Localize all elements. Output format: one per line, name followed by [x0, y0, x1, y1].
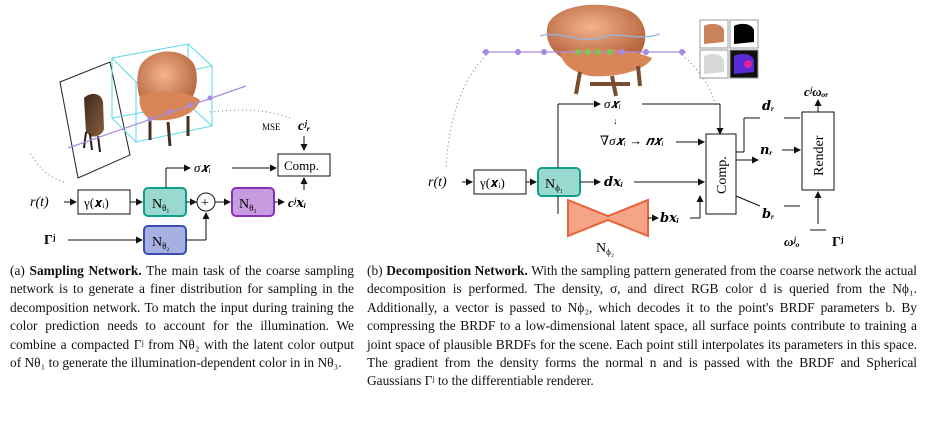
net-theta1-sub: θ₁: [162, 203, 169, 213]
net-theta1-label: N: [152, 197, 162, 212]
target-color: cʲᵣ: [298, 119, 311, 134]
chair-3d: [137, 51, 200, 147]
plus-sign: +: [201, 196, 209, 211]
comp-box-b: [705, 133, 737, 215]
encoding-label: γ(𝒙ᵢ): [83, 195, 109, 210]
small-down-arrow: ↓: [613, 116, 618, 126]
camera-ray: [67, 85, 247, 149]
d-out: 𝒅𝒙ᵢ: [604, 174, 623, 189]
small-chair-image: [84, 93, 104, 137]
c-out-b: cʲωₒᵣ: [804, 84, 828, 99]
b-out: 𝒃𝒙ᵢ: [660, 210, 679, 225]
figure-b: r(t) γ(𝒙ᵢ) Nϕ₁ σ𝒙ᵢ ↓ ∇σ𝒙ᵢ → 𝒏𝒙ᵢ 𝒅𝒙ᵢ Nϕ₂ …: [428, 4, 844, 257]
caption-b-prefix: (b): [367, 263, 387, 278]
net-phi1-label: N: [545, 177, 555, 192]
encoding-label-b: γ(𝒙ᵢ): [479, 175, 505, 190]
comp-label-b: Comp.: [715, 156, 730, 194]
caption-b-body: With the sampling pattern generated from…: [367, 263, 917, 389]
svg-text:Nϕ₁: Nϕ₁: [545, 177, 563, 193]
net-phi2-sub: ϕ₂: [606, 247, 614, 257]
gamma-b: Γʲ: [832, 235, 844, 250]
gamma-a: Γʲ: [44, 233, 56, 248]
net-phi2-label: N: [596, 241, 606, 256]
d-r: 𝒅ᵣ: [762, 98, 774, 113]
svg-text:Nθ₃: Nθ₃: [239, 197, 257, 213]
sigma-b: σ𝒙ᵢ: [604, 96, 621, 111]
caption-a: (a) Sampling Network. The main task of t…: [10, 262, 354, 372]
net-theta3-label: N: [239, 197, 249, 212]
b-r: 𝒃ᵣ: [762, 206, 774, 221]
caption-a-body: The main task of the coarse sampling net…: [10, 263, 354, 371]
caption-a-prefix: (a): [10, 263, 30, 278]
net-phi1-sub: ϕ₁: [555, 183, 563, 193]
input-ray: r(t): [30, 195, 49, 210]
color-out-a: cʲ𝒙ᵢ: [288, 195, 306, 210]
svg-text:Nθ₂: Nθ₂: [152, 235, 170, 251]
n-r: 𝒏ᵣ: [760, 142, 772, 157]
comp-box-a: [277, 153, 331, 177]
omega: ωʲₒ: [784, 234, 800, 249]
ray-samples: [147, 95, 213, 122]
brdf-maps: [699, 19, 759, 79]
net-theta3-sub: θ₃: [249, 203, 256, 213]
svg-text:Nθ₁: Nθ₁: [152, 197, 170, 213]
mse-label: MSE: [262, 122, 281, 132]
render-box: [801, 111, 835, 191]
caption-b-title: Decomposition Network.: [386, 263, 528, 278]
comp-label-a: Comp.: [284, 158, 319, 173]
caption-a-title: Sampling Network.: [29, 263, 142, 278]
ray-samples-b: [483, 49, 685, 55]
render-label: Render: [812, 135, 827, 176]
input-ray-b: r(t): [428, 175, 447, 190]
net-theta2-sub: θ₂: [162, 241, 169, 251]
chair-3d-b: [546, 4, 652, 97]
figure-a: MSE cʲᵣ r(t) γ(𝒙ᵢ) Nθ₁ σ𝒙ᵢ Comp. + Nθ₃ c…: [29, 43, 331, 255]
sigma-a: σ𝒙ᵢ: [194, 160, 211, 175]
net-theta2-label: N: [152, 235, 162, 250]
grad-normal: ∇σ𝒙ᵢ → 𝒏𝒙ᵢ: [600, 133, 664, 148]
svg-text:Nϕ₂: Nϕ₂: [596, 241, 614, 257]
caption-b: (b) Decomposition Network. With the samp…: [367, 262, 917, 391]
net-phi2-decoder: [567, 198, 649, 238]
figure-diagram: MSE cʲᵣ r(t) γ(𝒙ᵢ) Nθ₁ σ𝒙ᵢ Comp. + Nθ₃ c…: [29, 4, 844, 257]
